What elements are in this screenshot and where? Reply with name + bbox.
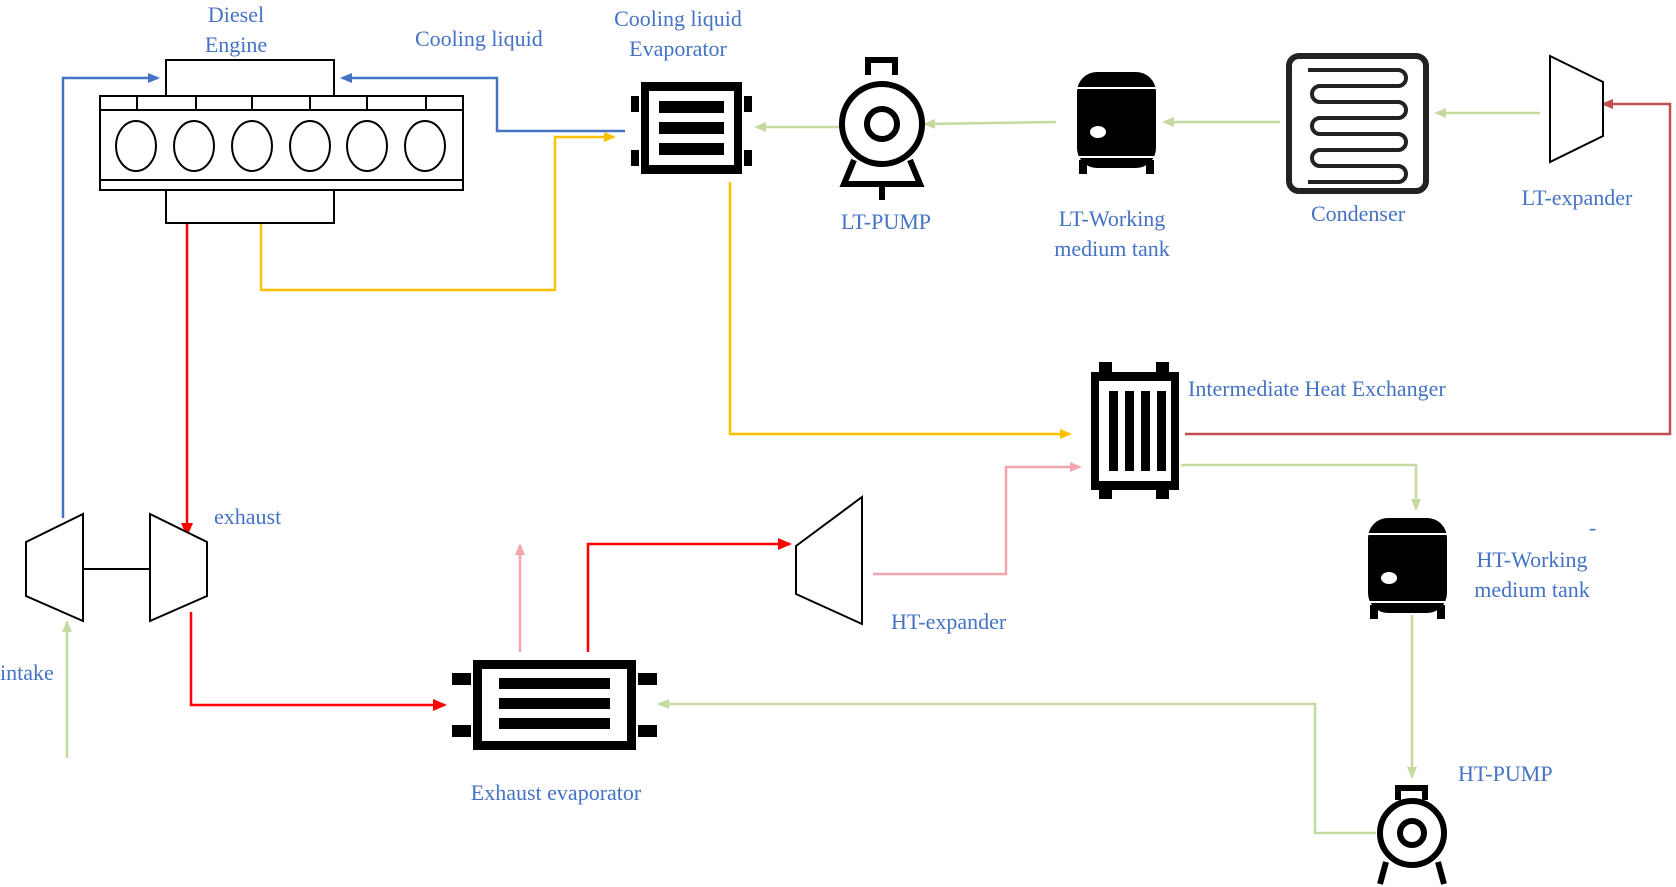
- ht-working-medium-tank-mark: -: [1589, 515, 1597, 540]
- diesel-engine-label-line1: Diesel: [207, 2, 265, 27]
- coolant-return-line: [340, 73, 625, 133]
- exhaust-label: exhaust: [214, 504, 282, 529]
- plate-heat-exchanger-icon: [631, 82, 752, 174]
- condenser-label: Condenser: [1310, 201, 1406, 226]
- ht-working-medium-tank-label-line1: HT-Working: [1476, 547, 1588, 572]
- turbine-icon: [149, 512, 208, 623]
- tank-icon: [1368, 518, 1447, 619]
- lt-expander-label: LT-expander: [1521, 185, 1633, 210]
- lt-pump-label: LT-PUMP: [840, 209, 932, 234]
- lt-vapor-line: [1185, 99, 1672, 436]
- cooling-liquid-evaporator-label: Cooling liquid Evaporator: [614, 4, 742, 64]
- engine-icon: [99, 59, 464, 224]
- coolant-line-intake-to-engine: [61, 73, 160, 518]
- expander-icon: [1549, 54, 1604, 164]
- intake-label: intake: [0, 660, 54, 685]
- ht-working-medium-tank-label: HT-Working medium tank: [1474, 545, 1589, 605]
- diesel-engine-label: Diesel Engine: [205, 0, 267, 60]
- exhaust-evaporator-label: Exhaust evaporator: [470, 780, 642, 805]
- lt-working-medium-tank-label-line2: medium tank: [1054, 236, 1170, 261]
- pump-icon: [839, 57, 925, 200]
- intermediate-heat-exchanger-label: Intermediate Heat Exchanger: [1188, 376, 1446, 401]
- condenser-coil-icon: [1286, 53, 1429, 194]
- tube-heat-exchanger-icon: [1091, 362, 1179, 499]
- cooling-liquid-evaporator-label-line2: Evaporator: [629, 36, 727, 61]
- coolant-to-ihx-line: [728, 182, 1072, 439]
- lt-working-medium-tank-label: LT-Working medium tank: [1054, 204, 1169, 264]
- ht-expander-label: HT-expander: [891, 609, 1007, 634]
- plate-heat-exchanger-icon: [452, 660, 657, 750]
- tank-icon: [1077, 72, 1156, 174]
- expander-icon: [795, 495, 863, 626]
- lt-working-medium-tank-label-line1: LT-Working: [1058, 206, 1166, 231]
- ht-vapor-to-expander-line: [586, 538, 792, 652]
- exhaust-line-to-evaporator: [189, 612, 447, 711]
- diesel-engine-label-line2: Engine: [204, 32, 268, 57]
- ht-pump-to-evaporator-line: [657, 699, 1376, 835]
- ht-pump-label: HT-PUMP: [1458, 761, 1553, 786]
- coolant-supply-line: [259, 132, 616, 292]
- tank-to-lt-pump-line: [923, 118, 1057, 129]
- engine-cylinders: [100, 96, 463, 181]
- ht-working-medium-tank-label-line2: medium tank: [1474, 577, 1590, 602]
- ht-expander-outlet-line: [873, 462, 1082, 576]
- cooling-liquid-label: Cooling liquid: [415, 26, 543, 51]
- compressor-icon: [25, 512, 84, 623]
- pump-icon: [1377, 785, 1447, 885]
- cooling-liquid-evaporator-label-line1: Cooling liquid: [614, 6, 742, 31]
- ihx-to-ht-tank-line: [1181, 463, 1421, 511]
